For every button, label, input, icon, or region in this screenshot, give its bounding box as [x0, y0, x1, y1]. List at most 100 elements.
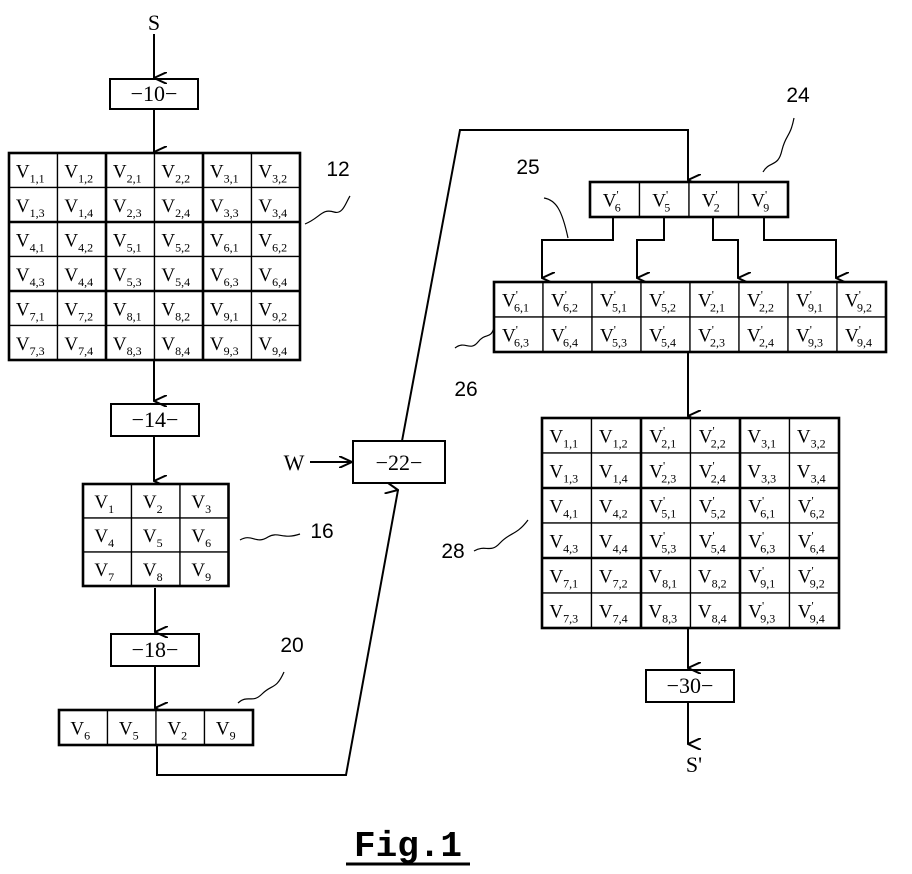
row24-cell-text: V'6 [603, 188, 621, 215]
grid26-cell: V'9,3 [788, 317, 837, 352]
grid16-cell: V9 [180, 552, 229, 586]
ref-12-label: 12 [326, 158, 349, 181]
grid12-cell: V4,2 [58, 222, 107, 257]
row24-cell-text: V'9 [751, 188, 769, 215]
grid28-cell: V8,1 [641, 558, 691, 593]
grid28-cell: V8,3 [641, 593, 691, 628]
grid28-cell: V'2,1 [641, 418, 691, 453]
output-signal-label: S' [686, 752, 702, 777]
grid28-cell: V1,4 [592, 453, 642, 488]
grid12-cell: V2,1 [106, 153, 155, 188]
arrow-24-expand-2 [637, 217, 664, 278]
arrow-24-expand-1 [542, 217, 613, 278]
grid12-cell: V2,3 [106, 188, 155, 223]
grid28-cell: V'6,1 [740, 488, 790, 523]
step-30-box: −30− [646, 670, 734, 702]
ref-24-label: 24 [786, 84, 810, 107]
step-18-label: −18− [132, 637, 179, 662]
grid28-cell: V4,2 [592, 488, 642, 523]
grid26-cell: V'6,3 [494, 317, 543, 352]
grid26-cell: V'5,3 [592, 317, 641, 352]
grid12-cell: V8,1 [106, 291, 155, 326]
ref-16-label: 16 [310, 520, 333, 543]
grid12-cell: V9,2 [252, 291, 301, 326]
grid16-cell: V4 [83, 518, 132, 552]
grid28-cell: V3,4 [790, 453, 840, 488]
grid12-cell: V6,4 [252, 257, 301, 292]
row20-cell: V6 [59, 710, 108, 745]
grid28-cell: V'5,4 [691, 523, 741, 558]
ref-12-leader [305, 196, 350, 224]
grid28-cell: V1,2 [592, 418, 642, 453]
grid28-cell: V'5,3 [641, 523, 691, 558]
block-grid-12: V1,1V1,2V2,1V2,2V3,1V3,2V1,3V1,4V2,3V2,4… [9, 153, 300, 360]
grid26-cell: V'5,4 [641, 317, 690, 352]
grid26-cell: V'6,2 [543, 282, 592, 317]
step-18-box: −18− [111, 634, 199, 666]
grid28-cell: V3,2 [790, 418, 840, 453]
grid12-cell: V5,3 [106, 257, 155, 292]
grid28-cell: V1,3 [542, 453, 592, 488]
grid26-cell: V'5,1 [592, 282, 641, 317]
grid12-cell: V9,1 [203, 291, 252, 326]
grid12-cell: V7,2 [58, 291, 107, 326]
figure-label: Fig.1 [354, 826, 462, 867]
grid12-cell: V4,3 [9, 257, 58, 292]
grid16-cell: V8 [132, 552, 181, 586]
ref-26-label: 26 [454, 378, 477, 401]
grid26-cell: V'2,3 [690, 317, 739, 352]
grid28-cell: V7,2 [592, 558, 642, 593]
grid28-cell: V1,1 [542, 418, 592, 453]
watermarked-grid-28: V1,1V1,2V'2,1V'2,2V3,1V3,2V1,3V1,4V'2,3V… [542, 418, 839, 628]
grid12-cell: V8,3 [106, 326, 155, 361]
grid26-cell: V'2,2 [739, 282, 788, 317]
grid28-cell: V'9,1 [740, 558, 790, 593]
grid12-cell: V3,2 [252, 153, 301, 188]
ref-28-label: 28 [441, 540, 464, 563]
grid12-cell: V9,3 [203, 326, 252, 361]
grid26-cell: V'6,4 [543, 317, 592, 352]
grid26-cell: V'2,4 [739, 317, 788, 352]
row20-cell: V9 [205, 710, 254, 745]
grid28-cell: V'2,4 [691, 453, 741, 488]
row24-cell-text: V'2 [702, 188, 720, 215]
grid28-cell: V'9,3 [740, 593, 790, 628]
grid28-cell: V4,1 [542, 488, 592, 523]
grid28-cell: V7,3 [542, 593, 592, 628]
grid16-cell: V3 [180, 484, 229, 518]
grid12-cell: V2,4 [155, 188, 204, 223]
grid12-cell: V1,2 [58, 153, 107, 188]
grid28-cell: V3,1 [740, 418, 790, 453]
ref-16-leader [240, 534, 300, 540]
grid28-cell: V'6,4 [790, 523, 840, 558]
grid12-cell: V8,4 [155, 326, 204, 361]
grid12-cell: V5,1 [106, 222, 155, 257]
grid16-cell: V2 [132, 484, 181, 518]
grid12-cell: V5,4 [155, 257, 204, 292]
row20-cell: V2 [156, 710, 205, 745]
grid16-cell: V6 [180, 518, 229, 552]
row20-cell: V5 [108, 710, 157, 745]
grid12-cell: V6,1 [203, 222, 252, 257]
grid28-cell: V8,2 [691, 558, 741, 593]
input-signal-label: S [148, 10, 160, 35]
grid12-cell: V5,2 [155, 222, 204, 257]
grid12-cell: V6,2 [252, 222, 301, 257]
row24-cell: V'6 [590, 182, 640, 217]
grid26-cell: V'9,2 [837, 282, 886, 317]
grid16-cell: V5 [132, 518, 181, 552]
grid12-cell: V6,3 [203, 257, 252, 292]
row24-cell: V'5 [640, 182, 690, 217]
grid28-cell: V'9,4 [790, 593, 840, 628]
grid12-cell: V3,4 [252, 188, 301, 223]
grid12-cell: V1,4 [58, 188, 107, 223]
step-14-box: −14− [111, 404, 199, 436]
grid12-cell: V4,1 [9, 222, 58, 257]
ref-24-leader [763, 118, 794, 172]
grid12-cell: V1,3 [9, 188, 58, 223]
grid28-cell: V'9,2 [790, 558, 840, 593]
row24-cell-text: V'5 [652, 188, 670, 215]
grid28-cell: V3,3 [740, 453, 790, 488]
step-10-box: −10− [110, 79, 198, 109]
